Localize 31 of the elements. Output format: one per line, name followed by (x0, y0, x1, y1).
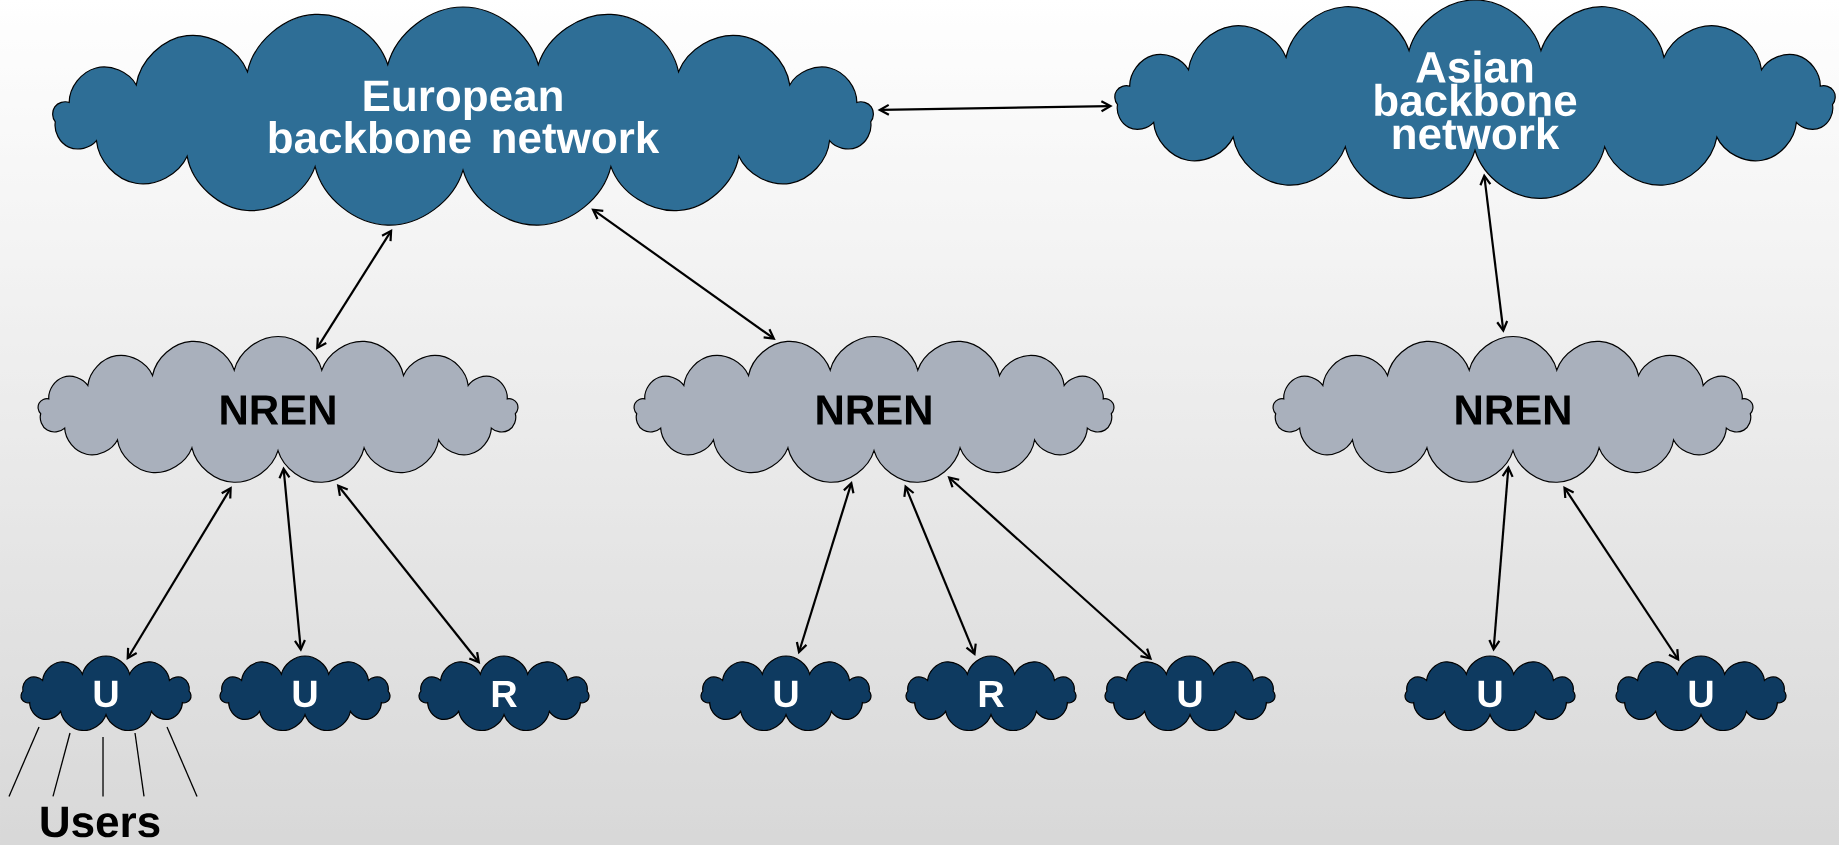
site-cloud: R (905, 655, 1077, 732)
arrow (947, 476, 1153, 660)
arrow (1488, 465, 1514, 652)
site-cloud: U (1104, 655, 1276, 732)
site-cloud: U (700, 655, 872, 732)
arrow (126, 486, 232, 661)
arrow (1479, 173, 1509, 333)
nren-cloud: NREN (37, 335, 519, 483)
arrow (903, 484, 977, 657)
leader-line (52, 732, 71, 798)
arrow (336, 483, 481, 665)
arrow (1563, 485, 1680, 662)
backbone-cloud: Asian backbone network (1114, 0, 1836, 199)
site-cloud: U (1615, 655, 1787, 732)
backbone-cloud: European backbone network (52, 6, 874, 226)
arrow (278, 466, 306, 652)
site-cloud: U (20, 655, 192, 732)
arrow (795, 481, 855, 655)
leader-line (134, 732, 145, 798)
leader-line (102, 736, 104, 798)
nren-cloud: NREN (1272, 335, 1754, 483)
site-cloud: R (418, 655, 590, 732)
users-label: Users (41, 806, 160, 838)
arrow (316, 228, 393, 350)
leader-line (166, 726, 198, 798)
leader-line (8, 726, 40, 798)
arrow (877, 100, 1113, 116)
site-cloud: U (1404, 655, 1576, 732)
nren-cloud: NREN (633, 335, 1115, 483)
arrow (591, 208, 776, 340)
site-cloud: U (219, 655, 391, 732)
